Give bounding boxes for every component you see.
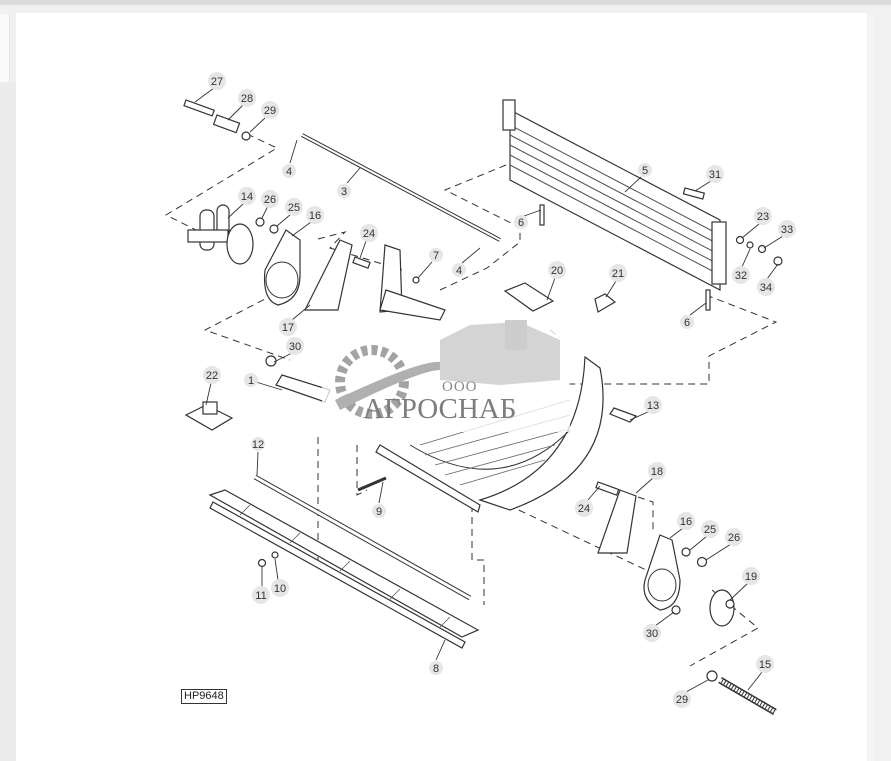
callout-4b: 4 [456, 265, 462, 277]
callout-27: 27 [211, 76, 223, 88]
callout-12: 12 [252, 439, 264, 451]
callout-11: 11 [255, 590, 266, 602]
bolt-part-15 [718, 676, 777, 716]
callout-7: 7 [433, 250, 439, 262]
screen-part-5 [502, 99, 727, 291]
bracket-part-14 [187, 204, 254, 265]
tension-arm-part-16 [263, 229, 301, 306]
leader-lines [194, 87, 784, 693]
callout-13: 13 [647, 400, 659, 412]
callout-18: 18 [651, 466, 663, 478]
callout-1: 1 [248, 375, 254, 387]
callout-16b: 16 [680, 516, 692, 528]
callout-6b: 6 [684, 317, 690, 329]
left-panel [0, 14, 10, 82]
right-edge [867, 15, 873, 761]
callout-16: 16 [309, 210, 321, 222]
left-strip [0, 82, 16, 761]
callout-24: 24 [363, 228, 375, 240]
callout-17: 17 [282, 322, 294, 334]
callout-29b: 29 [676, 694, 688, 706]
callout-9: 9 [376, 506, 382, 518]
callout-33: 33 [781, 224, 793, 236]
callout-34: 34 [760, 282, 772, 294]
callout-19: 19 [745, 571, 757, 583]
top-bar [0, 0, 891, 5]
callout-badges: 27 28 29 4 3 14 26 25 16 24 7 4 17 30 1 … [203, 72, 796, 708]
rail-part-8 [208, 489, 480, 649]
callout-29: 29 [264, 105, 276, 117]
callout-5: 5 [642, 165, 648, 177]
rod-part-12 [253, 474, 472, 601]
callout-15: 15 [759, 659, 771, 671]
callout-26b: 26 [728, 532, 740, 544]
callout-21: 21 [612, 268, 624, 280]
figure-id-label: HP9648 [181, 689, 227, 704]
rod-part-3 [301, 133, 501, 242]
callout-3: 3 [341, 186, 347, 198]
callout-25: 25 [288, 202, 300, 214]
plate-part-17 [304, 239, 353, 311]
callout-23: 23 [757, 211, 769, 223]
watermark-prefix: ООО [442, 379, 478, 395]
callout-4: 4 [286, 166, 292, 178]
bolt-spacer-assembly [183, 99, 251, 141]
callout-32: 32 [735, 270, 747, 282]
callout-30: 30 [289, 341, 301, 353]
callout-22: 22 [206, 370, 218, 382]
callout-14: 14 [241, 191, 253, 203]
callout-8: 8 [433, 663, 439, 675]
callout-30b: 30 [646, 628, 658, 640]
callout-6: 6 [518, 217, 524, 229]
side-frame-left [379, 244, 446, 321]
concave-assembly [375, 355, 604, 513]
callout-24b: 24 [578, 503, 590, 515]
callout-26: 26 [264, 194, 276, 206]
callout-31: 31 [709, 169, 721, 181]
callout-25b: 25 [704, 524, 716, 536]
watermark-logo [322, 320, 570, 432]
callout-28: 28 [241, 93, 253, 105]
callout-20: 20 [551, 265, 563, 277]
callout-10: 10 [274, 583, 286, 595]
watermark-company: АГРОСНАБ [363, 393, 517, 425]
